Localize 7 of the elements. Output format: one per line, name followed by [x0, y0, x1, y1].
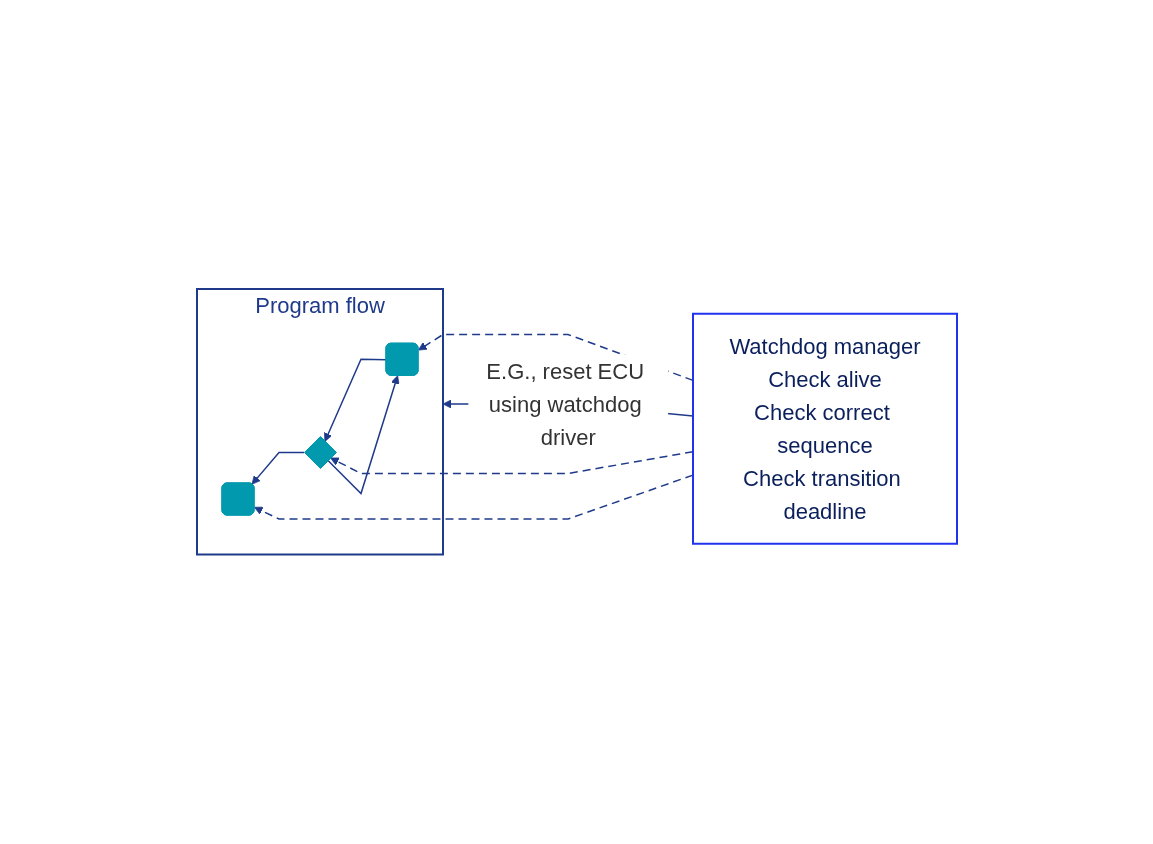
arrow — [251, 452, 305, 485]
node-diamond — [303, 436, 337, 470]
cluster: Program flow — [195, 288, 444, 556]
edge-label: E.G., reset ECU using watchdog driver — [485, 358, 644, 450]
arrow — [326, 375, 399, 496]
node-box: Watchdog manager Check alive Check correct sequence Check transition deadline — [691, 313, 958, 545]
arrow — [323, 358, 387, 443]
